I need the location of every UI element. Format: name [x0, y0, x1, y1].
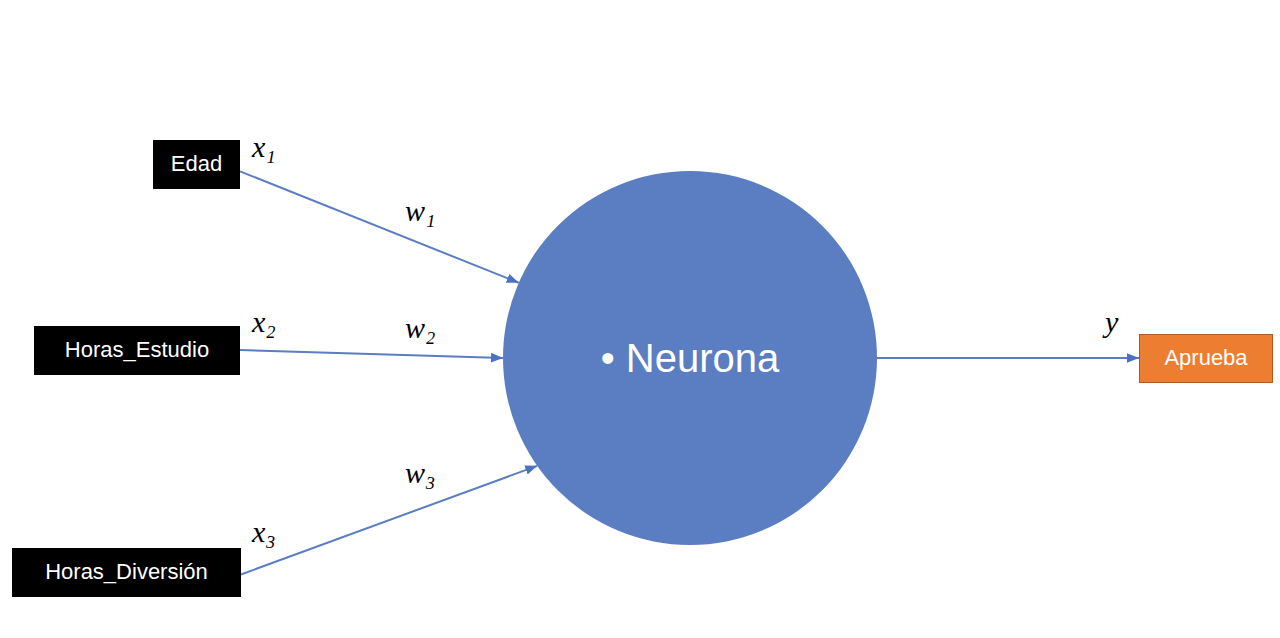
weight-label: w₁ — [403, 196, 437, 226]
input-box: Horas_Estudio — [34, 326, 240, 375]
weighted-connection — [241, 466, 537, 575]
weight-label: w₃ — [403, 458, 437, 488]
output-box: Aprueba — [1139, 334, 1273, 383]
neuron-circle: • Neurona — [503, 171, 877, 545]
variable-label: x₁ — [250, 132, 278, 162]
weighted-connection — [877, 357, 1139, 359]
node-text: Horas_Diversión — [45, 559, 208, 584]
variable-label: y — [1103, 307, 1120, 337]
weighted-connection — [240, 171, 519, 282]
node-text: • Neurona — [601, 335, 780, 381]
variable-label: x₃ — [250, 517, 278, 547]
weighted-connection — [240, 350, 503, 358]
node-text: Horas_Estudio — [65, 337, 209, 362]
node-text: Edad — [171, 151, 222, 176]
weight-label: w₂ — [403, 313, 437, 343]
variable-label: x₂ — [250, 307, 278, 337]
input-box: Horas_Diversión — [12, 548, 241, 597]
input-box: Edad — [153, 140, 240, 189]
neuron-fill — [503, 171, 877, 545]
node-text: Aprueba — [1164, 345, 1247, 370]
